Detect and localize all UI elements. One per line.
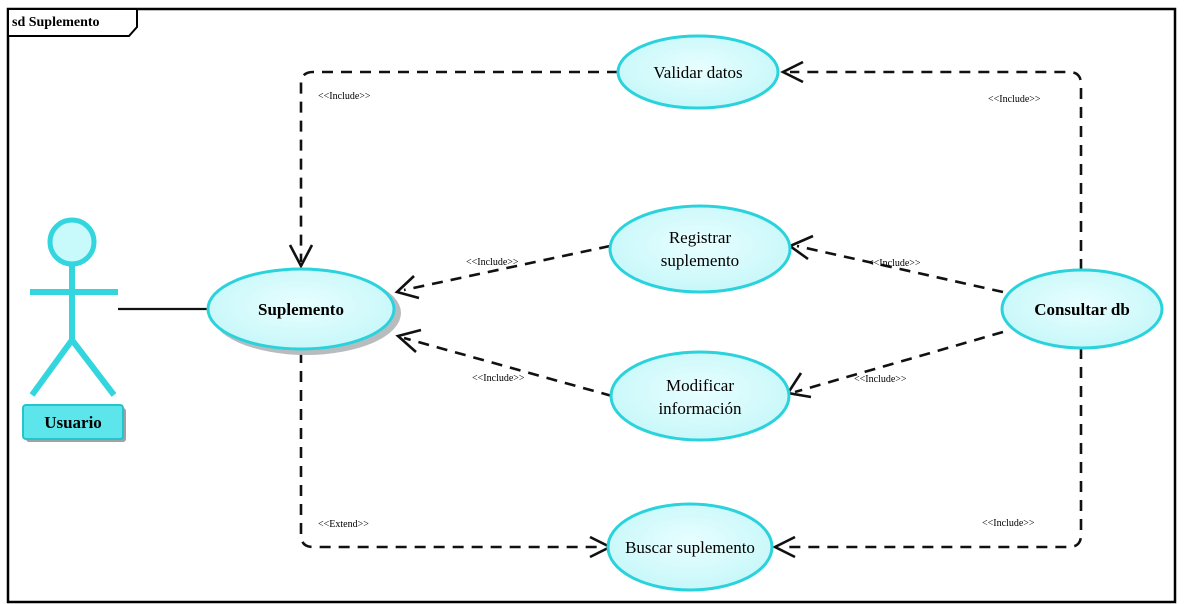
actor-head — [47, 217, 97, 267]
label-include-consultar-validar: <<Include>> — [988, 94, 1041, 105]
actor-name: Usuario — [44, 413, 102, 432]
use-case-suplemento-label: Suplemento — [258, 300, 344, 319]
label-include-consultar-buscar: <<Include>> — [982, 518, 1035, 529]
use-case-validar-label: Validar datos — [653, 63, 742, 82]
label-include-validar: <<Include>> — [318, 91, 371, 102]
use-case-consultar-ellipse — [1000, 268, 1164, 350]
use-case-modificar-informacion[interactable]: Modificar información — [609, 350, 791, 442]
label-include-consultar-modificar: <<Include>> — [854, 374, 907, 385]
include-consultar-validar — [790, 70, 1083, 270]
use-case-buscar-label: Buscar suplemento — [625, 538, 755, 557]
label-include-modificar: <<Include>> — [472, 373, 525, 384]
use-case-buscar-ellipse — [606, 502, 774, 592]
include-consultar-registrar — [796, 244, 1004, 294]
use-case-consultar-db[interactable]: Consultar db — [1000, 268, 1164, 350]
include-consultar-modificar — [794, 330, 1004, 394]
use-case-consultar-label: Consultar db — [1034, 300, 1130, 319]
label-include-registrar: <<Include>> — [466, 257, 519, 268]
include-modificar-suplemento — [403, 336, 613, 398]
arrowhead-suplemento-right-top — [394, 275, 420, 300]
arrowhead-modificar — [785, 372, 812, 399]
arrowhead-suplemento-right-bottom — [395, 328, 422, 353]
use-case-registrar-label-2: suplemento — [661, 251, 739, 270]
use-case-registrar-ellipse — [608, 204, 792, 294]
extend-suplemento-buscar — [299, 352, 604, 549]
use-case-registrar-suplemento[interactable]: Registrar suplemento — [608, 204, 792, 294]
use-case-modificar-label-1: Modificar — [666, 376, 734, 395]
use-case-validar-ellipse — [616, 34, 780, 110]
diagram-frame — [6, 7, 1177, 604]
actor-label-box — [22, 404, 124, 440]
include-validar-suplemento — [299, 70, 618, 262]
use-case-validar-datos[interactable]: Validar datos — [616, 34, 780, 110]
actor-right-leg — [69, 338, 117, 397]
use-case-modificar-ellipse — [609, 350, 791, 442]
include-registrar-suplemento — [403, 244, 611, 292]
label-extend-buscar: <<Extend>> — [318, 519, 369, 530]
arrowhead-suplemento-top — [288, 244, 314, 269]
use-case-modificar-label-2: información — [658, 399, 742, 418]
use-case-suplemento-ellipse — [206, 267, 396, 351]
include-consultar-buscar — [782, 348, 1083, 549]
actor-usuario[interactable]: Usuario — [22, 217, 126, 442]
actor-left-leg — [29, 338, 75, 397]
arrowhead-validar — [780, 60, 804, 84]
arrowhead-buscar-right — [772, 535, 796, 559]
label-include-consultar-registrar: <<Include>> — [868, 258, 921, 269]
use-case-registrar-label-1: Registrar — [669, 228, 732, 247]
use-case-suplemento[interactable]: Suplemento — [206, 267, 401, 355]
frame-title: sd Suplemento — [12, 15, 100, 30]
frame-tab — [7, 8, 138, 37]
use-case-buscar-suplemento[interactable]: Buscar suplemento — [606, 502, 774, 592]
relationships — [288, 60, 1083, 559]
